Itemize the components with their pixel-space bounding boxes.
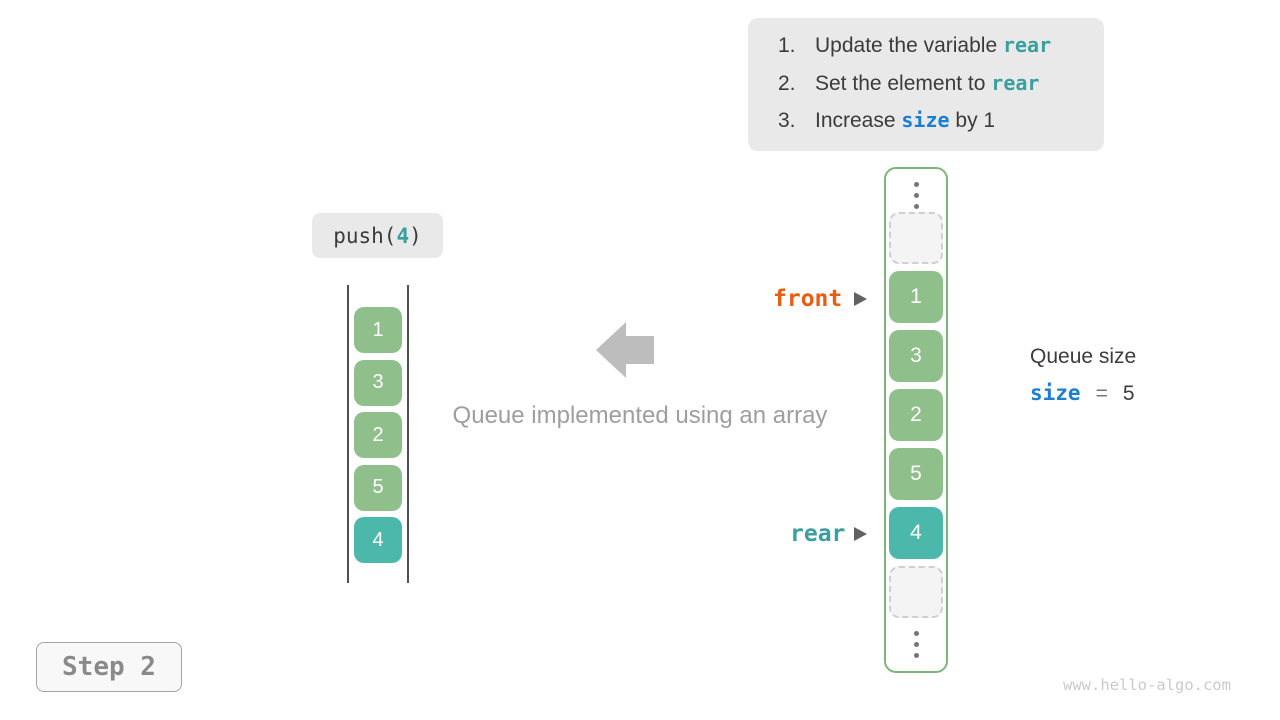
front-arrow-icon bbox=[854, 292, 867, 306]
empty-slot bbox=[889, 212, 943, 264]
array-cell: 1 bbox=[889, 271, 943, 323]
queue-cell: 3 bbox=[354, 359, 402, 406]
step-text: by 1 bbox=[949, 109, 996, 132]
diagram-caption: Queue implemented using an array bbox=[452, 402, 828, 429]
push-arg-value: 4 bbox=[396, 223, 410, 248]
array-cell-rear: 4 bbox=[889, 507, 943, 559]
array-cell: 3 bbox=[889, 330, 943, 382]
empty-slot bbox=[889, 566, 943, 618]
step-number: 3. bbox=[778, 109, 796, 132]
queue-size-annotation: Queue size size = 5 bbox=[1030, 344, 1136, 406]
code-token-rear: rear bbox=[991, 70, 1040, 95]
size-variable: size bbox=[1030, 381, 1081, 405]
instruction-step-2: 2. Set the element to rear bbox=[778, 65, 1086, 103]
queue-size-title: Queue size bbox=[1030, 345, 1137, 368]
push-close-paren: ) bbox=[409, 223, 422, 248]
queue-cell: 2 bbox=[354, 412, 402, 458]
instruction-step-3: 3. Increase size by 1 bbox=[778, 102, 1086, 140]
vertical-ellipsis-icon bbox=[913, 631, 919, 658]
push-fn-text: push( bbox=[333, 223, 397, 248]
front-pointer-label: front bbox=[773, 286, 843, 312]
arrow-head bbox=[596, 322, 626, 378]
size-value: 5 bbox=[1122, 382, 1135, 405]
step-indicator: Step 2 bbox=[36, 642, 182, 692]
queue-cell: 1 bbox=[354, 307, 402, 353]
queue-size-value-line: size = 5 bbox=[1030, 381, 1136, 406]
array-cell: 5 bbox=[889, 448, 943, 500]
queue-abstract-view: 1 3 2 5 4 bbox=[347, 285, 409, 583]
code-token-size: size bbox=[901, 108, 950, 132]
queue-cell: 5 bbox=[354, 464, 402, 511]
step-text: Update the variable bbox=[815, 34, 1003, 57]
code-token-rear: rear bbox=[1002, 33, 1052, 57]
rear-arrow-icon bbox=[854, 527, 867, 541]
queue-cell-pushed: 4 bbox=[354, 517, 402, 563]
arrow-shaft bbox=[626, 336, 654, 364]
rear-pointer-label: rear bbox=[790, 521, 846, 547]
step-number: 1. bbox=[778, 34, 796, 57]
array-cell: 2 bbox=[889, 389, 943, 441]
instruction-note-box: 1. Update the variable rear 2. Set the e… bbox=[748, 18, 1104, 151]
vertical-ellipsis-icon bbox=[913, 182, 919, 209]
left-arrow-icon bbox=[596, 322, 656, 378]
push-operation-label: push(4) bbox=[312, 213, 443, 258]
step-number: 2. bbox=[778, 71, 796, 95]
step-text: Increase bbox=[815, 109, 902, 132]
instruction-step-1: 1. Update the variable rear bbox=[778, 27, 1086, 65]
watermark: www.hello-algo.com bbox=[1063, 676, 1231, 694]
step-text: Set the element to bbox=[815, 71, 992, 95]
array-column: 1 3 2 5 4 bbox=[884, 167, 948, 673]
equals-sign: = bbox=[1095, 382, 1108, 405]
